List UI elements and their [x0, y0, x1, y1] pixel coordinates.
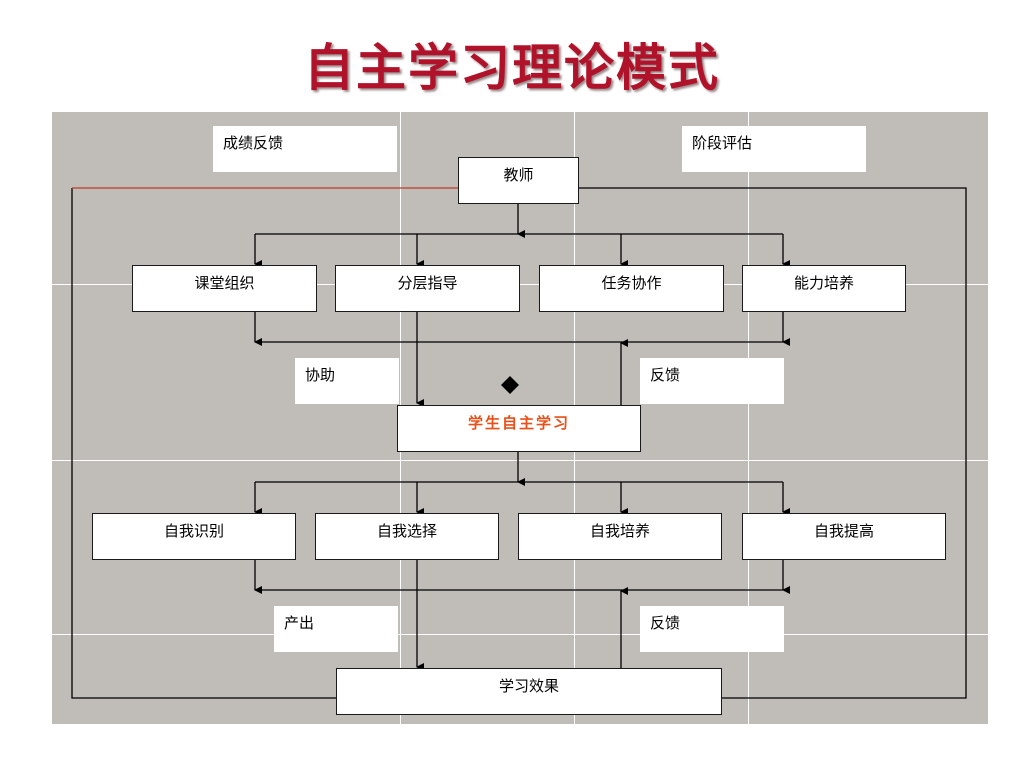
- teacher-item-4: 能力培养: [742, 265, 906, 312]
- self-item-3: 自我培养: [518, 513, 722, 560]
- grid-line: [52, 284, 988, 285]
- self-item-1: 自我识别: [92, 513, 296, 560]
- stage-eval-label: 阶段评估: [682, 126, 866, 172]
- teacher-node: 教师: [458, 157, 579, 204]
- teacher-item-2: 分层指导: [335, 265, 520, 312]
- page-title: 自主学习理论模式: [304, 38, 720, 97]
- result-node: 学习效果: [336, 668, 722, 715]
- teacher-item-1: 课堂组织: [132, 265, 317, 312]
- assist-label: 协助: [295, 358, 399, 404]
- grid-line: [52, 634, 988, 635]
- self-item-4: 自我提高: [742, 513, 946, 560]
- output-label: 产出: [274, 606, 398, 652]
- feedback-lower-label: 反馈: [640, 606, 784, 652]
- self-item-2: 自我选择: [315, 513, 499, 560]
- score-feedback-label: 成绩反馈: [213, 126, 397, 172]
- feedback-upper-label: 反馈: [640, 358, 784, 404]
- grid-line: [52, 460, 988, 461]
- teacher-item-3: 任务协作: [539, 265, 724, 312]
- student-node: 学生自主学习: [397, 405, 641, 452]
